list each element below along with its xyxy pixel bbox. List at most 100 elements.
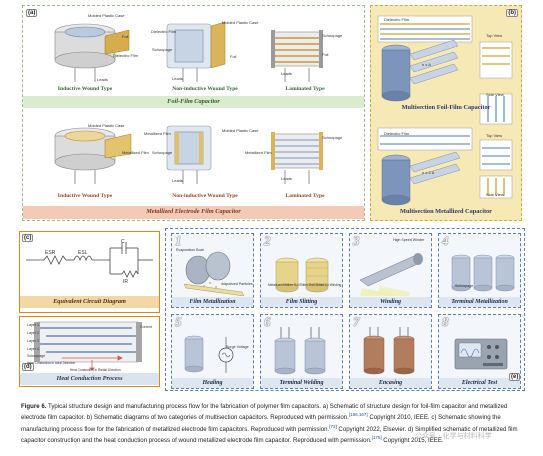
type-noninductive-1: Non-inductive Wound Type <box>172 86 238 92</box>
label-molded-case-3: Molded Plastic Case <box>88 123 125 128</box>
label-metallized-1: Metallized Film <box>122 150 149 155</box>
label-esr: ESR <box>45 250 56 256</box>
watermark: 公众号 · 化学与材料科学 <box>415 432 492 440</box>
label-metallized-3: Metallized Film <box>245 150 272 155</box>
caption-ref-1: [166,167] <box>348 412 368 418</box>
process-step-2-illustration <box>275 257 329 293</box>
label-schoopage-4: Schoopage <box>322 135 343 140</box>
panel-c-letter: (c) <box>22 234 34 242</box>
process-step-7-caption: Encasing <box>350 378 431 388</box>
label-leads-1: Leads <box>97 77 108 82</box>
label-dielectric-1: Dielectric Film <box>113 53 139 58</box>
process-step-6-caption: Terminal Welding <box>261 378 342 388</box>
title-multisection-metallized: Multisection Metallized Capacitor <box>400 208 492 215</box>
label-heat-axial: Heat Conduction in Axial Direction <box>27 361 76 365</box>
caption-ref-2: [73] <box>329 423 337 429</box>
caption-text-1: Typical structure design and manufacturi… <box>21 403 508 422</box>
label-metallized-mother-roll: Metallized Mother Roll <box>268 283 300 287</box>
label-dielectric-b1: Dielectric Film <box>384 17 410 22</box>
label-evaporation-boat: Evaporation Boat <box>176 248 204 252</box>
label-molded-case-1: Molded Plastic Case <box>88 13 125 18</box>
type-inductive-2: Inductive Wound Type <box>57 193 113 199</box>
label-high-speed-winder: High Speed Winder <box>393 238 425 242</box>
process-step-4-number: 4 <box>442 233 449 248</box>
label-leads-5: Leads <box>281 176 292 181</box>
process-step-2-caption: Film Slitting <box>261 297 342 307</box>
label-metallized-2: Metallized Film <box>144 131 171 136</box>
label-schoopage-2: Schoopage <box>322 33 343 38</box>
label-nx2a: n x 2 A <box>422 170 435 175</box>
caption-text-3: Copyright 2022, Elsevier. d) Simplified … <box>21 425 518 445</box>
caption-text-4: Copyright 2015, IEEE. <box>381 437 444 445</box>
label-dielectric-2: Dielectric Film <box>151 29 177 34</box>
label-sideview-b2: Side View <box>486 192 504 197</box>
laminated-capacitor-2 <box>271 132 323 184</box>
label-leads-2: Leads <box>172 76 183 81</box>
process-step-8-number: 8 <box>442 314 449 329</box>
panel-d-letter: (d) <box>22 363 34 371</box>
panel-b-illustration <box>377 15 513 206</box>
title-heat-conduction: Heat Conduction Process <box>20 373 159 385</box>
label-leads-3: Leads <box>281 71 292 76</box>
multisection-metallized-stack <box>377 127 513 206</box>
label-schoopage-d: Schoopage <box>27 354 46 358</box>
label-c: C <box>121 239 125 245</box>
label-layer2: Layer 2 <box>27 331 39 335</box>
label-foil-1: Foil <box>122 34 129 39</box>
process-step-5-illustration <box>184 335 234 373</box>
non-inductive-wound-capacitor-1 <box>166 21 226 82</box>
process-step-4-caption: Terminal Metallization <box>439 297 520 307</box>
process-step-8-caption: Electrical Test <box>439 378 520 388</box>
caption-text-2: Copyright 2010, IEEE. c) Schematic showi… <box>21 414 501 433</box>
label-dielectric-b2: Dielectric Film <box>384 131 410 136</box>
label-topview-b1: Top View <box>486 33 503 38</box>
heat-conduction-schematic <box>34 321 142 370</box>
label-foil-3: Foil <box>322 52 329 57</box>
process-step-7-illustration <box>363 327 415 375</box>
label-vaporized-particles: Vaporized Particles <box>222 282 253 286</box>
panel-a: (a) <box>22 5 365 221</box>
label-ir: IR <box>123 279 128 285</box>
label-molded-case-4: Molded Plastic Case <box>222 128 259 133</box>
label-molded-case-2: Molded Plastic Case <box>222 20 259 25</box>
label-esl: ESL <box>78 250 88 256</box>
label-layer3: Layer 3 <box>27 339 39 343</box>
label-foil-2: Foil <box>230 54 237 59</box>
process-step-8-illustration <box>454 338 508 370</box>
inductive-wound-capacitor-1 <box>54 23 130 82</box>
process-step-1-number: 1 <box>175 233 182 248</box>
process-step-2-number: 2 <box>264 233 271 248</box>
inductive-wound-capacitor-2 <box>54 127 132 184</box>
label-sideview-b1: Side View <box>486 92 504 97</box>
non-inductive-wound-capacitor-2 <box>166 125 212 184</box>
band-metallized: Metallized Electrode Film Capacitor <box>23 206 364 219</box>
label-slitter-roll: Slitter Roll Slitted for Winding <box>300 283 342 287</box>
process-step-4-illustration <box>451 254 515 292</box>
process-step-3-illustration <box>359 253 423 296</box>
process-step-3-caption: Winding <box>350 297 431 307</box>
process-step-5-number: 5 <box>175 314 182 329</box>
process-step-6-number: 6 <box>264 314 271 329</box>
panel-b-letter: (b) <box>506 9 518 17</box>
type-inductive-1: Inductive Wound Type <box>57 86 113 92</box>
equivalent-circuit-schematic <box>26 242 153 278</box>
multisection-foil-film-stack <box>377 15 513 125</box>
title-multisection-foil: Multisection Foil-Film Capacitor <box>401 104 491 111</box>
label-heat-radial: Heat Conduction in Radial Direction <box>70 368 121 372</box>
label-schoopage-1: Schoopage <box>152 47 173 52</box>
label-nxa: n x A <box>422 62 431 67</box>
process-step-1-caption: Film Metallization <box>172 297 253 307</box>
label-schoopage-e: Schoopage <box>455 284 474 288</box>
laminated-capacitor-1 <box>271 30 323 82</box>
label-layer1: Layer 1 <box>27 323 39 327</box>
process-step-7-number: 7 <box>353 314 360 329</box>
type-laminated-1: Laminated Type <box>285 86 325 92</box>
